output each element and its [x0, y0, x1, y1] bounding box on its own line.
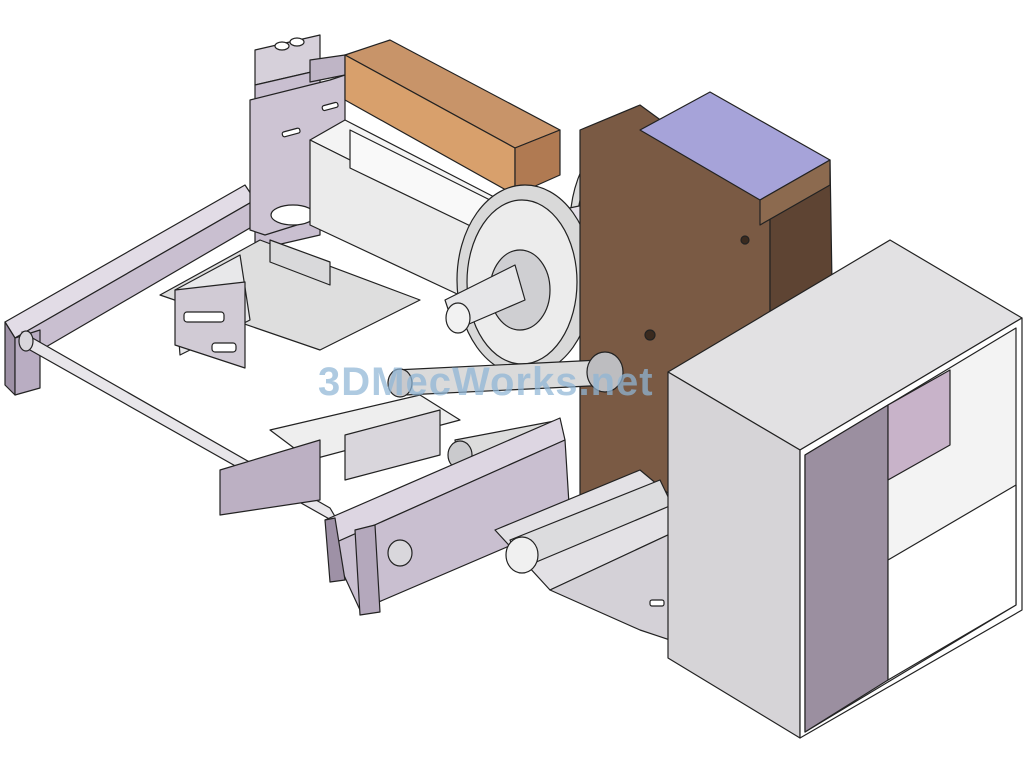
watermark-text: 3DMecWorks.net — [318, 360, 654, 404]
linear-slide — [159, 239, 421, 369]
front-frame-plate — [324, 417, 571, 616]
front-open-box — [667, 239, 1023, 739]
base-plate — [494, 469, 701, 651]
wood-block — [344, 39, 561, 196]
blue-top-box — [639, 91, 831, 226]
mid-platform — [219, 394, 461, 516]
left-rail-frame — [4, 184, 256, 396]
cylinder-housing — [309, 119, 511, 301]
